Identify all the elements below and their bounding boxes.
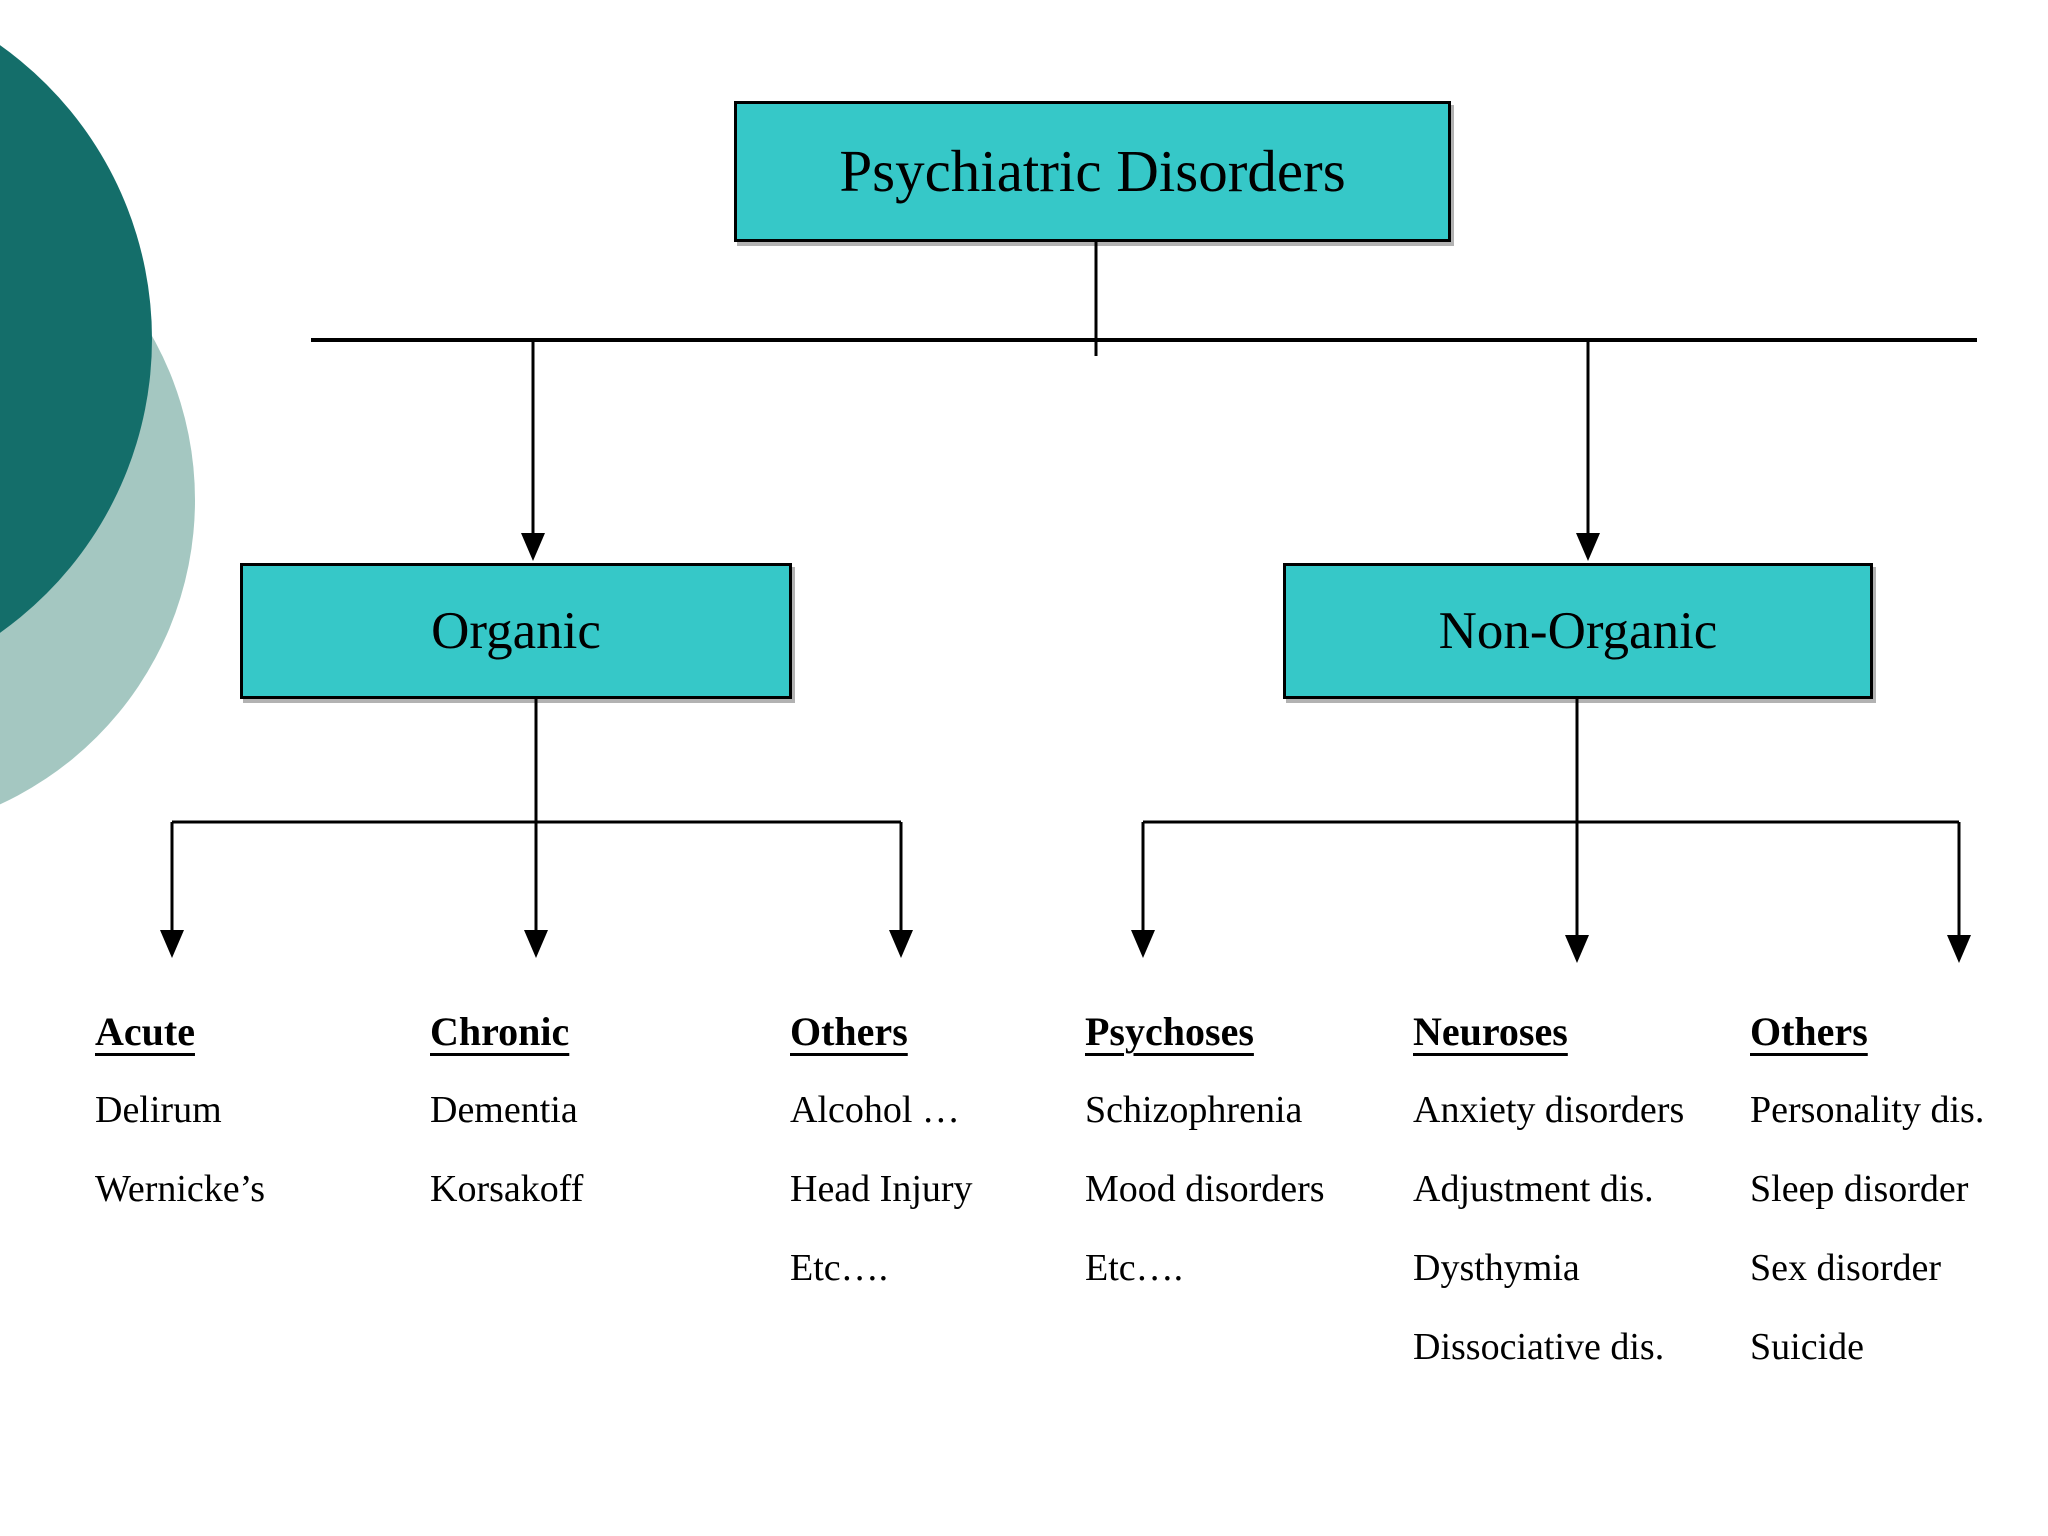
column-others-nonorganic: Others Personality dis. Sleep disorder S… <box>1750 1008 1984 1404</box>
list-item: Suicide <box>1750 1326 1864 1368</box>
arrowhead-to-chronic <box>524 930 548 958</box>
list-item: Dementia <box>430 1089 578 1131</box>
list-item: Mood disorders <box>1085 1168 1325 1210</box>
list-item: Schizophrenia <box>1085 1089 1303 1131</box>
list-item: Dissociative dis. <box>1413 1326 1665 1368</box>
column-psychoses: Psychoses Schizophrenia Mood disorders E… <box>1085 1008 1325 1325</box>
list-item: Etc…. <box>1085 1247 1184 1289</box>
arrowhead-to-others-nonorganic <box>1947 935 1971 963</box>
arrowhead-to-acute <box>160 930 184 958</box>
list-item: Adjustment dis. <box>1413 1168 1654 1210</box>
node-organic-label: Organic <box>431 601 601 660</box>
arrowhead-to-neuroses <box>1565 935 1589 963</box>
list-item: Delirum <box>95 1089 222 1131</box>
column-others-nonorganic-title: Others <box>1750 1009 1868 1054</box>
list-item: Sex disorder <box>1750 1247 1942 1289</box>
column-acute-title: Acute <box>95 1009 195 1054</box>
column-psychoses-title: Psychoses <box>1085 1009 1254 1054</box>
list-item: Head Injury <box>790 1168 973 1210</box>
node-psychiatric-disorders: Psychiatric Disorders <box>734 101 1451 242</box>
column-chronic-title: Chronic <box>430 1009 570 1054</box>
column-others-organic-title: Others <box>790 1009 908 1054</box>
node-non-organic: Non-Organic <box>1283 563 1873 699</box>
list-item: Alcohol … <box>790 1089 960 1131</box>
list-item: Anxiety disorders <box>1413 1089 1685 1131</box>
node-organic: Organic <box>240 563 792 699</box>
column-neuroses: Neuroses Anxiety disorders Adjustment di… <box>1413 1008 1684 1404</box>
list-item: Wernicke’s <box>95 1168 265 1210</box>
list-item: Etc…. <box>790 1247 889 1289</box>
column-acute: Acute Delirum Wernicke’s <box>95 1008 265 1246</box>
column-others-organic: Others Alcohol … Head Injury Etc…. <box>790 1008 973 1325</box>
arrowhead-to-others-organic <box>889 930 913 958</box>
node-non-organic-label: Non-Organic <box>1438 601 1718 660</box>
list-item: Dysthymia <box>1413 1247 1580 1289</box>
column-neuroses-title: Neuroses <box>1413 1009 1568 1054</box>
list-item: Personality dis. <box>1750 1089 1985 1131</box>
node-psychiatric-disorders-label: Psychiatric Disorders <box>839 138 1346 204</box>
list-item: Korsakoff <box>430 1168 584 1210</box>
arrowhead-to-nonorganic <box>1576 533 1600 561</box>
arrowhead-to-psychoses <box>1131 930 1155 958</box>
list-item: Sleep disorder <box>1750 1168 1969 1210</box>
column-chronic: Chronic Dementia Korsakoff <box>430 1008 583 1246</box>
arrowhead-to-organic <box>521 533 545 561</box>
